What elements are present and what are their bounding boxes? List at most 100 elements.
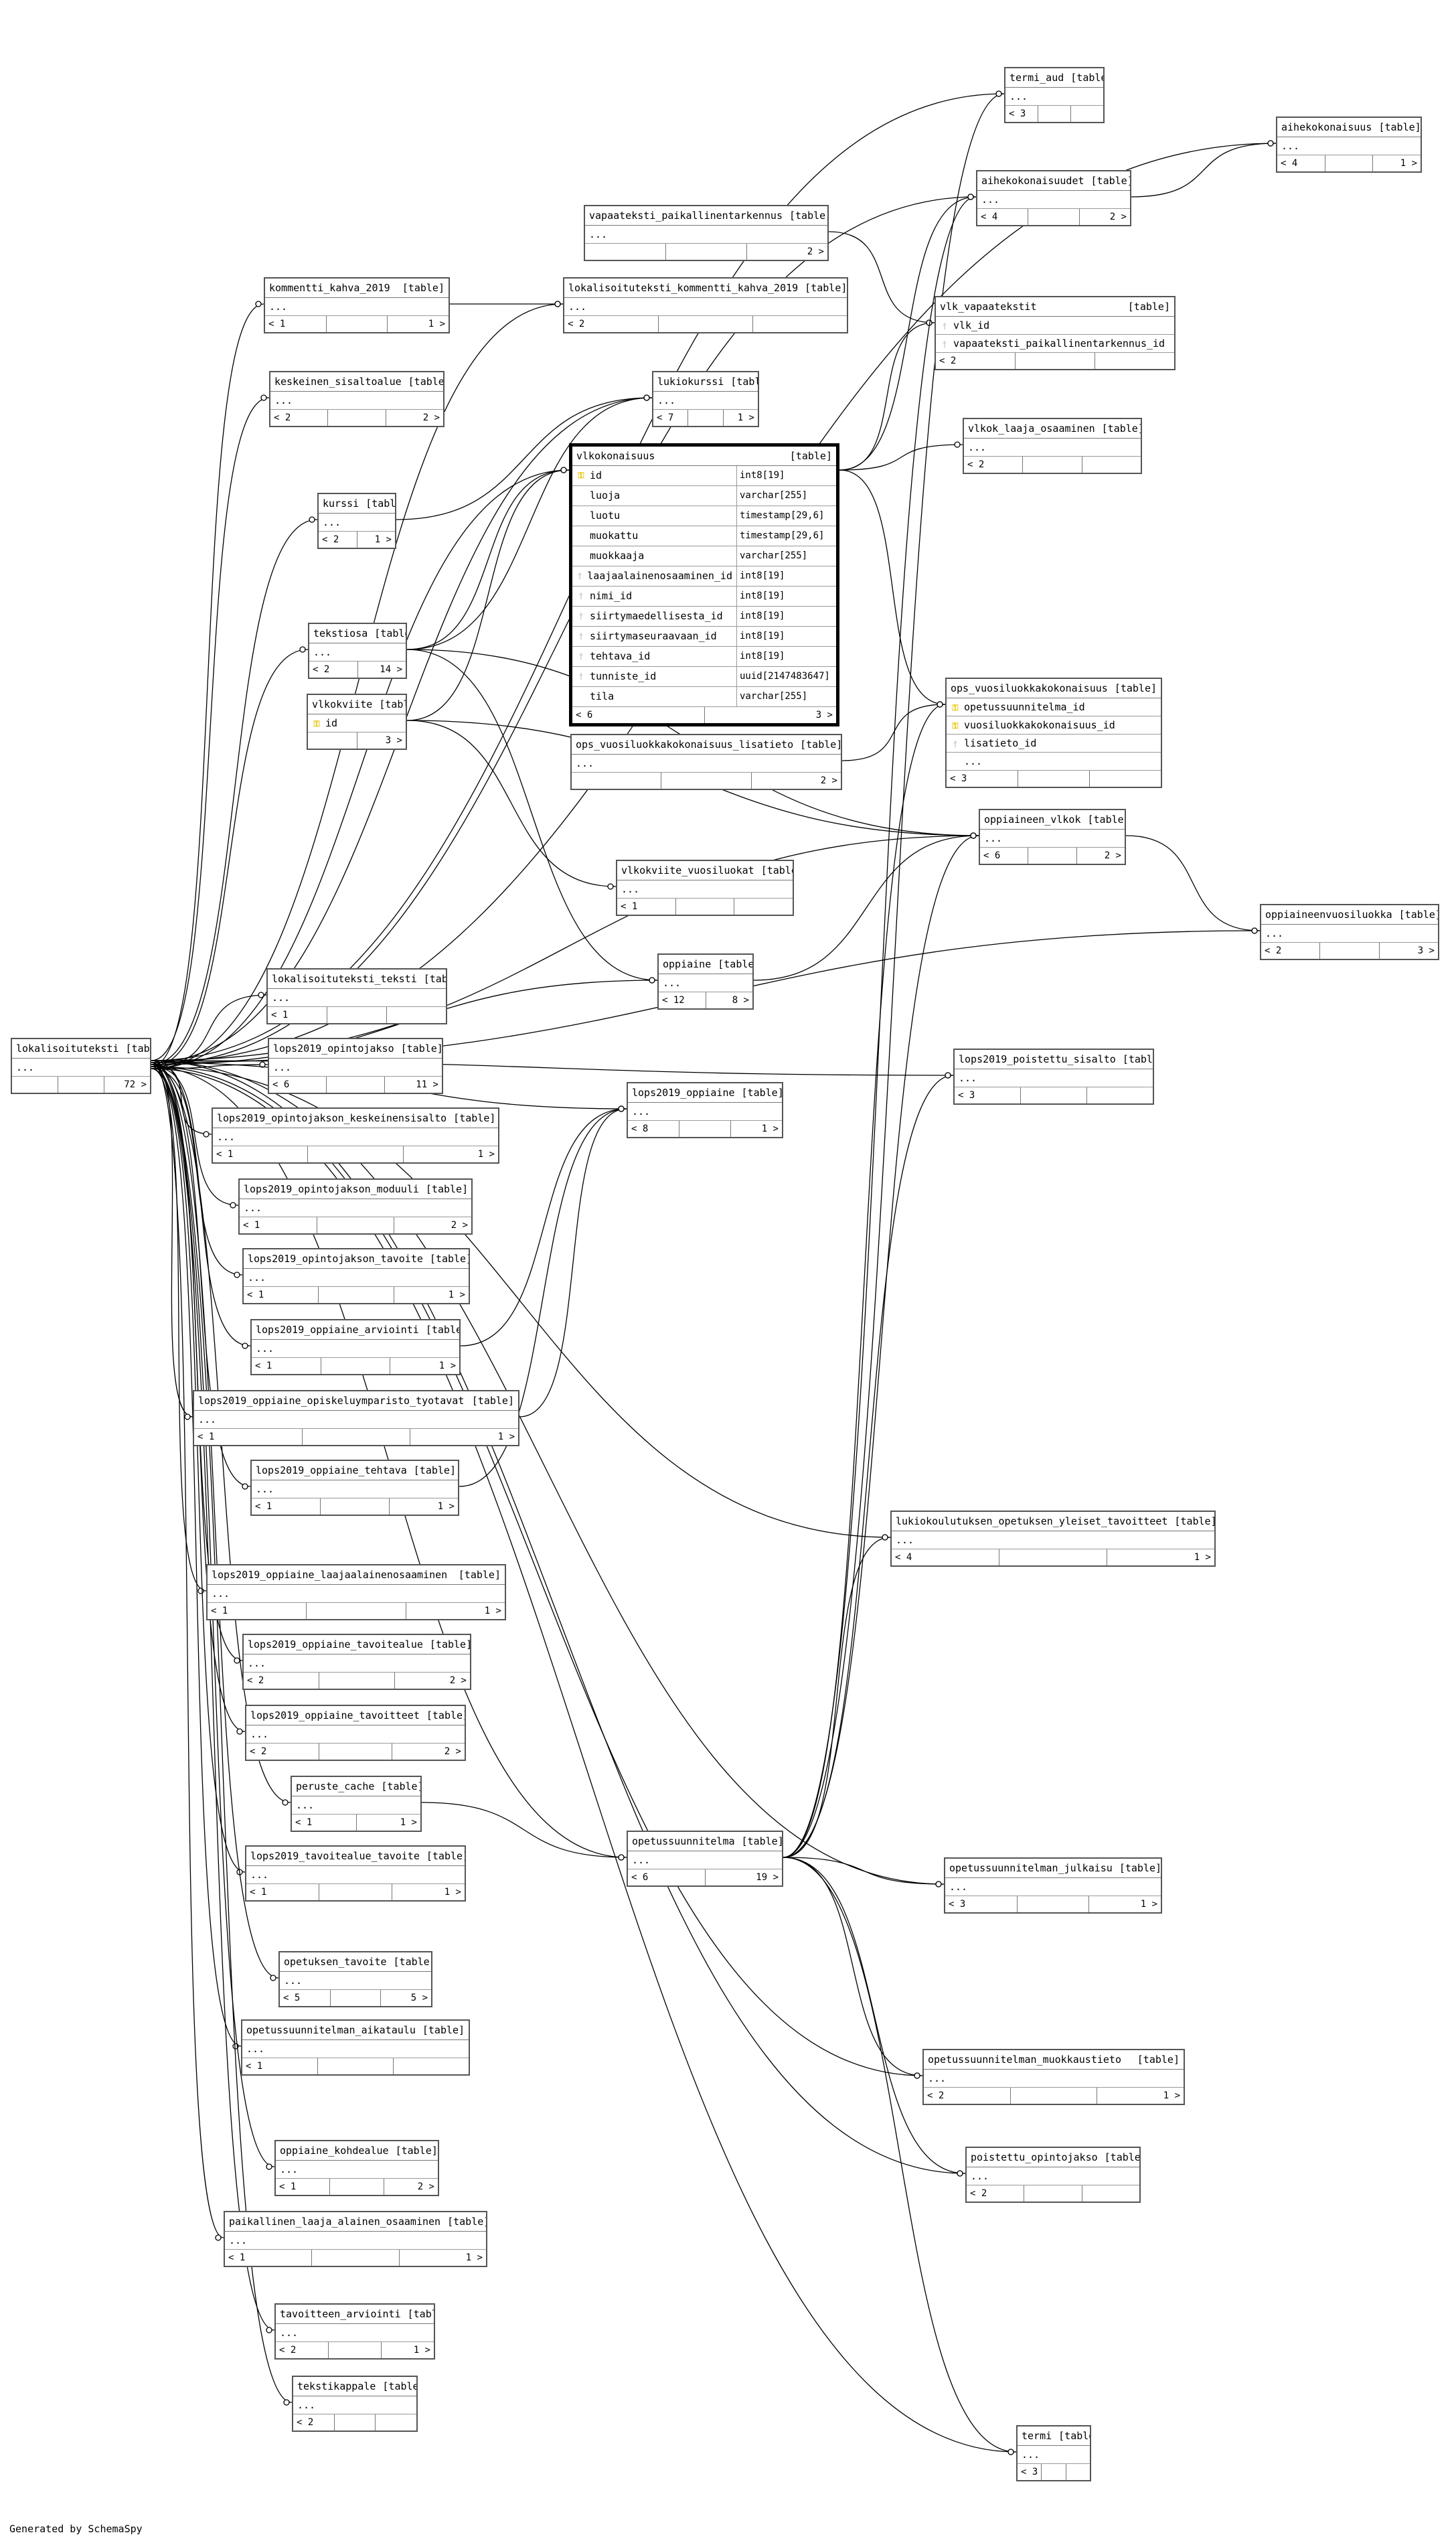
- footer-cell: [329, 2342, 382, 2358]
- column-type: int8[19]: [736, 466, 836, 485]
- table-vapaateksti-paikallinentarkennus[interactable]: vapaateksti_paikallinentarkennus[table].…: [584, 205, 829, 261]
- footer-cell: < 4: [1277, 155, 1325, 171]
- table-tekstikappale[interactable]: tekstikappale[table]...< 2: [292, 2376, 418, 2432]
- table-lops2019-opintojakson-tavoite[interactable]: lops2019_opintojakson_tavoite[table]...<…: [242, 1248, 470, 1304]
- relationship-line: [421, 1802, 627, 1858]
- footer-cell: 19 >: [756, 1872, 779, 1883]
- footer-cell: [1016, 353, 1095, 369]
- table-poistettu-opintojakso[interactable]: poistettu_opintojakso[table]...< 2: [965, 2147, 1141, 2203]
- table-termi-aud[interactable]: termi_aud[table]...< 3: [1004, 67, 1105, 123]
- table-opetuksen-tavoite[interactable]: opetuksen_tavoite[table]...< 55 >: [278, 1951, 432, 2007]
- table-header: kurssi[table]: [319, 494, 395, 514]
- table-oppiaineen-vlkok[interactable]: oppiaineen_vlkok[table]...< 62 >: [979, 809, 1126, 865]
- table-lops2019-oppiaine-opiskeluymparisto-tyotavat[interactable]: lops2019_oppiaine_opiskeluymparisto_tyot…: [193, 1390, 519, 1446]
- table-tekstiosa[interactable]: tekstiosa[table]...< 214 >: [308, 623, 407, 679]
- table-lops2019-oppiaine-tavoitteet[interactable]: lops2019_oppiaine_tavoitteet[table]...< …: [245, 1705, 466, 1761]
- table-name: oppiaine_kohdealue: [280, 2145, 389, 2157]
- table-opetussuunnitelman-julkaisu[interactable]: opetussuunnitelman_julkaisu[table]...< 3…: [944, 1857, 1162, 1914]
- table-row: ...: [617, 880, 793, 899]
- footer-cell: [676, 899, 735, 915]
- table-row: ...: [292, 1796, 420, 1815]
- table-lokalisoituteksti[interactable]: lokalisoituteksti[table]...72 >: [11, 1038, 151, 1094]
- table-lops2019-tavoitealue-tavoite[interactable]: lops2019_tavoitealue_tavoite[table]...< …: [245, 1845, 466, 1902]
- table-opetussuunnitelman-muokkaustieto[interactable]: opetussuunnitelman_muokkaustieto[table].…: [922, 2049, 1185, 2105]
- table-lokalisoituteksti-kommentti-kahva-2019[interactable]: lokalisoituteksti_kommentti_kahva_2019[t…: [563, 277, 848, 333]
- footer-cell: 1 >: [761, 1124, 779, 1134]
- table-oppiaine[interactable]: oppiaine[table]...< 128 >: [657, 953, 754, 1010]
- table-row: ...: [892, 1531, 1214, 1549]
- table-lops2019-oppiaine-tavoitealue[interactable]: lops2019_oppiaine_tavoitealue[table]...<…: [242, 1634, 471, 1690]
- footer-cell: [327, 316, 388, 332]
- table-name: ops_vuosiluokkakokonaisuus: [951, 682, 1108, 694]
- table-footer: < 3: [1018, 2464, 1090, 2480]
- relationship-line: [783, 835, 979, 1858]
- table-header: vlkok_laaja_osaaminen[table]: [964, 419, 1141, 439]
- table-name: opetussuunnitelman_julkaisu: [949, 1862, 1113, 1874]
- table-termi[interactable]: termi[table]...< 3: [1016, 2425, 1091, 2481]
- footer-cell: [1023, 457, 1082, 473]
- table-lops2019-oppiaine-laajaalainenosaaminen[interactable]: lops2019_oppiaine_laajaalainenosaaminen[…: [206, 1564, 506, 1620]
- crowfoot-marker: [282, 1799, 289, 1806]
- foreign-key-icon: †: [578, 631, 584, 641]
- table-vlkokviite[interactable]: vlkokviite[table]⚿id3 >: [307, 694, 407, 750]
- table-row: ...: [319, 514, 395, 532]
- table-row: ...: [208, 1585, 505, 1603]
- table-lukiokoulutuksen-opetuksen-yleiset-tavoitteet[interactable]: lukiokoulutuksen_opetuksen_yleiset_tavoi…: [890, 1511, 1216, 1567]
- crowfoot-marker: [215, 2234, 222, 2241]
- footer-cell: 2 >: [1109, 212, 1127, 222]
- table-tavoitteen-arviointi[interactable]: tavoitteen_arviointi[table]...< 21 >: [274, 2303, 435, 2360]
- table-lops2019-oppiaine-arviointi[interactable]: lops2019_oppiaine_arviointi[table]...< 1…: [250, 1319, 461, 1375]
- footer-cell: [688, 410, 724, 426]
- footer-cell: [321, 1498, 390, 1515]
- table-kurssi[interactable]: kurssi[table]...< 21 >: [317, 493, 396, 549]
- footer-cell: [317, 1217, 395, 1233]
- crowfoot-marker: [184, 1413, 191, 1420]
- table-name: vlkokviite: [312, 698, 373, 710]
- primary-key-icon: ⚿: [313, 719, 320, 728]
- table-lokalisoituteksti-teksti[interactable]: lokalisoituteksti_teksti[table]...< 1: [266, 968, 447, 1024]
- crowfoot-marker: [259, 1061, 266, 1068]
- table-ops-vuosiluokkakokonaisuus-lisatieto[interactable]: ops_vuosiluokkakokonaisuus_lisatieto[tab…: [570, 734, 842, 790]
- foreign-key-icon: †: [953, 739, 958, 749]
- table-row: ...: [977, 191, 1130, 209]
- table-vlkokviite-vuosiluokat[interactable]: vlkokviite_vuosiluokat[table]...< 1: [616, 860, 794, 916]
- table-lops2019-opintojakson-keskeinensisalto[interactable]: lops2019_opintojakson_keskeinensisalto[t…: [212, 1107, 499, 1164]
- footer-cell: 11 >: [416, 1079, 438, 1090]
- footer-cell: < 2: [964, 457, 1024, 473]
- table-lukiokurssi[interactable]: lukiokurssi[table]...< 71 >: [652, 371, 759, 427]
- table-keskeinen-sisaltoalue[interactable]: keskeinen_sisaltoalue[table]...< 22 >: [269, 371, 444, 427]
- footer-cell: 1 >: [428, 319, 446, 329]
- column-name-cell: ⚿id: [572, 466, 736, 485]
- table-paikallinen-laaja-alainen-osaaminen[interactable]: paikallinen_laaja_alainen_osaaminen[tabl…: [224, 2211, 487, 2267]
- crowfoot-marker: [236, 1728, 243, 1735]
- table-kind: [table]: [447, 2216, 486, 2228]
- table-opetussuunnitelman-aikataulu[interactable]: opetussuunnitelman_aikataulu[table]...< …: [241, 2019, 470, 2076]
- column-type: varchar[255]: [736, 546, 836, 566]
- table-header: opetussuunnitelman_aikataulu[table]: [242, 2021, 469, 2040]
- table-lops2019-opintojakson-moduuli[interactable]: lops2019_opintojakson_moduuli[table]...<…: [238, 1178, 473, 1235]
- table-kind: [table]: [1087, 814, 1125, 826]
- table-vlkok-laaja-osaaminen[interactable]: vlkok_laaja_osaaminen[table]...< 2: [963, 418, 1142, 474]
- foreign-key-icon: †: [578, 591, 584, 601]
- crowfoot-marker: [954, 441, 961, 448]
- table-vlk-vapaatekstit[interactable]: vlk_vapaatekstit[table]†vlk_id†vapaateks…: [935, 296, 1176, 370]
- table-ops-vuosiluokkakokonaisuus[interactable]: ops_vuosiluokkakokonaisuus[table]⚿opetus…: [945, 678, 1162, 788]
- crowfoot-marker: [937, 701, 943, 708]
- table-lops2019-poistettu-sisalto[interactable]: lops2019_poistettu_sisalto[table]...< 3: [953, 1049, 1154, 1105]
- table-name: oppiaineenvuosiluokka: [1265, 909, 1392, 921]
